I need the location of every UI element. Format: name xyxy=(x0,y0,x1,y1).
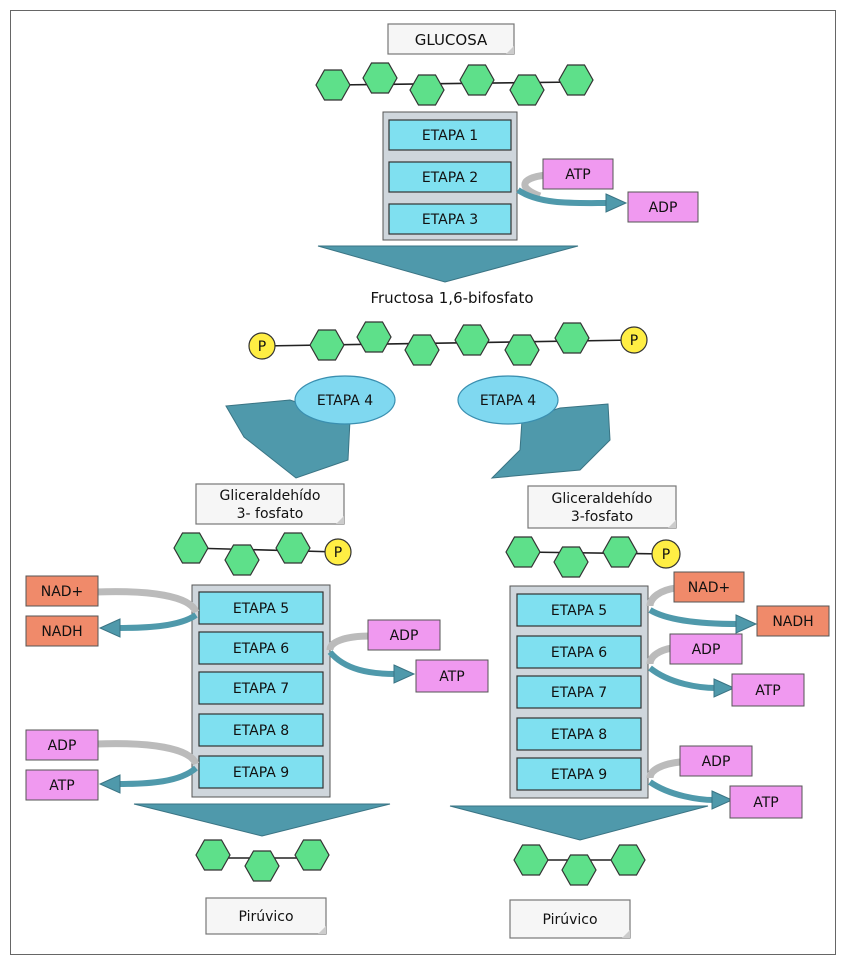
right-adp6-box xyxy=(669,633,743,665)
left-atp6-label: ATP xyxy=(439,669,464,685)
glucose-label-card: GLUCOSA xyxy=(387,23,515,55)
stage-3-label: ETAPA 3 xyxy=(422,212,478,228)
glucose-molecule xyxy=(315,62,594,106)
left-stage-6-label: ETAPA 6 xyxy=(233,641,289,657)
left-pyruvate-molecule xyxy=(195,839,330,882)
upper-down-arrow xyxy=(317,245,579,283)
stage-1-label: ETAPA 1 xyxy=(422,128,478,144)
right-pyruvate-label: Pirúvico xyxy=(542,912,597,928)
right-stage9-energy: ADP ATP xyxy=(646,745,803,819)
right-nad-out-label: NADH xyxy=(772,614,813,630)
upper-adp-label: ADP xyxy=(649,200,678,216)
left-adp6-label: ADP xyxy=(390,628,419,644)
right-stage-8-box xyxy=(516,717,642,751)
stage-4-right-oval xyxy=(457,375,559,425)
left-adp6-box xyxy=(367,619,441,651)
left-stage-5-label: ETAPA 5 xyxy=(233,601,289,617)
stage-4-left-oval xyxy=(294,375,396,425)
right-adp9-box xyxy=(679,745,753,777)
right-stage6-energy: ADP ATP xyxy=(646,633,805,707)
right-down-arrow xyxy=(449,805,709,841)
upper-atp-box xyxy=(542,158,614,190)
right-product-line1: Gliceraldehído xyxy=(552,491,653,507)
right-nad-in-box xyxy=(673,571,745,603)
left-nad-in-label: NAD+ xyxy=(41,584,84,600)
left-stage-6-box xyxy=(198,631,324,665)
right-stage-6-label: ETAPA 6 xyxy=(551,645,607,661)
right-atp6-box xyxy=(731,673,805,707)
right-adp9-label: ADP xyxy=(702,754,731,770)
left-nad-in-box xyxy=(25,575,99,607)
right-pyruvate-molecule xyxy=(513,844,646,886)
left-nad-exchange: NAD+ NADH xyxy=(25,575,200,647)
right-stage-5-box xyxy=(516,593,642,627)
left-stage-5-box xyxy=(198,591,324,625)
fructose-molecule: P P xyxy=(248,321,648,366)
upper-energy-exchange: ATP ADP xyxy=(516,158,699,223)
left-stage-8-label: ETAPA 8 xyxy=(233,723,289,739)
phosphate-left: P xyxy=(258,339,266,355)
right-stage-5-label: ETAPA 5 xyxy=(551,603,607,619)
stage-2-box xyxy=(388,161,512,193)
right-stage-6-box xyxy=(516,635,642,669)
right-stage-8-label: ETAPA 8 xyxy=(551,727,607,743)
left-pyruvate-label: Pirúvico xyxy=(238,909,293,925)
right-atp9-label: ATP xyxy=(753,795,778,811)
stage-3-box xyxy=(388,203,512,235)
left-down-arrow xyxy=(133,803,391,837)
right-product-line2: 3-fosfato xyxy=(571,509,633,525)
upper-adp-box xyxy=(627,191,699,223)
upper-stage-stack: ETAPA 1 ETAPA 2 ETAPA 3 xyxy=(382,111,518,241)
stage-2-label: ETAPA 2 xyxy=(422,170,478,186)
fructose-label: Fructosa 1,6-bifosfato xyxy=(370,289,533,307)
left-phosphate: P xyxy=(334,545,342,561)
right-stage-9-box xyxy=(516,757,642,791)
right-phosphate: P xyxy=(662,547,670,563)
left-atp9-label: ATP xyxy=(49,778,74,794)
right-atp9-box xyxy=(729,785,803,819)
right-adp6-label: ADP xyxy=(692,642,721,658)
right-nad-in-label: NAD+ xyxy=(688,580,731,596)
stage-4-left-label: ETAPA 4 xyxy=(317,393,373,409)
left-atp6-box xyxy=(415,659,489,693)
left-stage6-energy: ADP ATP xyxy=(326,619,489,693)
upper-atp-label: ATP xyxy=(565,167,590,183)
left-pyruvate-card: Pirúvico xyxy=(205,897,327,935)
right-stage-7-box xyxy=(516,675,642,709)
right-g3p-molecule: P xyxy=(505,536,681,578)
left-nad-out-box xyxy=(25,615,99,647)
right-nad-out-box xyxy=(756,605,830,637)
stage-4-right-label: ETAPA 4 xyxy=(480,393,536,409)
right-atp6-label: ATP xyxy=(755,683,780,699)
diagram-frame xyxy=(10,10,836,955)
left-product-line1: Gliceraldehído xyxy=(220,488,321,504)
right-nad-exchange: NAD+ NADH xyxy=(646,571,830,637)
left-adp9-label: ADP xyxy=(48,738,77,754)
right-product-card: Gliceraldehído 3-fosfato xyxy=(527,485,677,529)
left-stage-stack: ETAPA 5 ETAPA 6 ETAPA 7 ETAPA 8 ETAPA 9 xyxy=(191,584,331,798)
phosphate-right: P xyxy=(630,333,638,349)
left-product-card: Gliceraldehído 3- fosfato xyxy=(195,483,345,525)
left-stage-9-box xyxy=(198,755,324,789)
left-stage-7-label: ETAPA 7 xyxy=(233,681,289,697)
left-adp9-box xyxy=(25,729,99,761)
right-stage-7-label: ETAPA 7 xyxy=(551,685,607,701)
left-g3p-molecule: P xyxy=(173,532,352,576)
left-stage-7-box xyxy=(198,671,324,705)
left-nad-out-label: NADH xyxy=(41,624,82,640)
left-stage-8-box xyxy=(198,713,324,747)
right-stage-9-label: ETAPA 9 xyxy=(551,767,607,783)
right-stage-stack: ETAPA 5 ETAPA 6 ETAPA 7 ETAPA 8 ETAPA 9 xyxy=(509,585,649,799)
glucose-label: GLUCOSA xyxy=(415,31,488,49)
stage-1-box xyxy=(388,119,512,151)
left-product-line2: 3- fosfato xyxy=(237,506,304,522)
left-stage-9-label: ETAPA 9 xyxy=(233,765,289,781)
right-pyruvate-card: Pirúvico xyxy=(509,899,631,939)
left-atp9-box xyxy=(25,769,99,801)
left-stage9-energy: ADP ATP xyxy=(25,729,200,801)
